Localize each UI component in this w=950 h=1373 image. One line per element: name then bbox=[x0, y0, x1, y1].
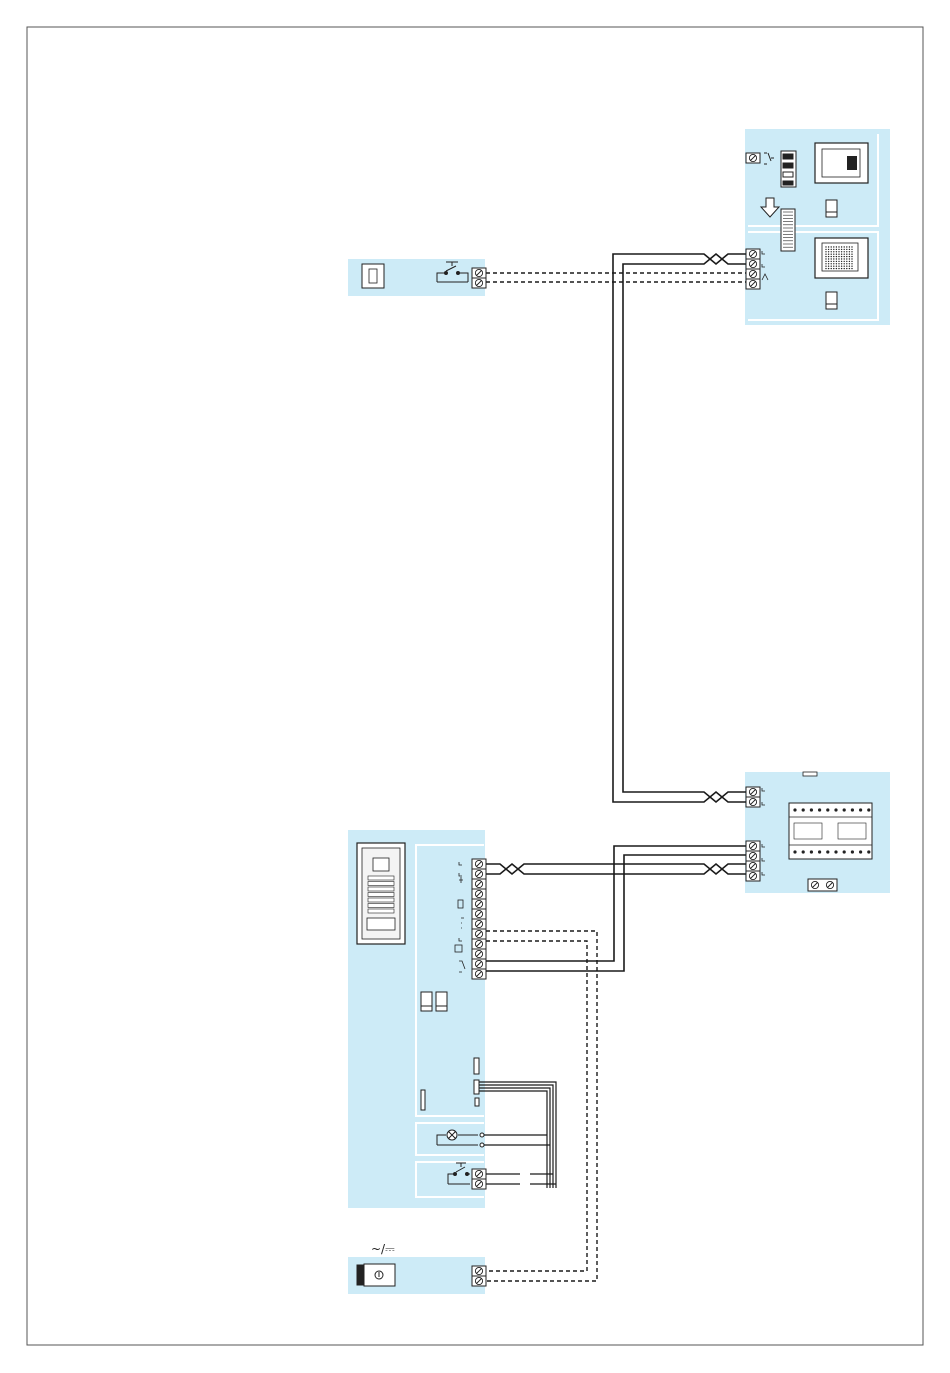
panel-upper-push-button bbox=[348, 259, 485, 296]
connector-cable-icon bbox=[781, 209, 795, 251]
terminal-block-exit-button bbox=[472, 1169, 486, 1189]
terminal-blocks bbox=[472, 153, 760, 1286]
power-supply-symbol-label: ~/⎓ bbox=[371, 1242, 395, 1256]
bus-entrance bbox=[486, 846, 748, 971]
terminal-block-psu-riser bbox=[746, 787, 760, 807]
dashed-wire-push-button bbox=[486, 273, 748, 282]
terminal-block-internal-unit-input bbox=[746, 153, 760, 163]
entrance-panel-icon bbox=[357, 843, 405, 944]
terminal-block-entrance-panel bbox=[472, 859, 486, 979]
push-button-plate-icon bbox=[362, 264, 384, 288]
terminal-block-lock-supply bbox=[472, 1266, 486, 1286]
terminal-block-psu-entrance bbox=[746, 841, 760, 881]
wire-lamp-button bbox=[476, 1082, 556, 1188]
lock-supply-icon bbox=[357, 1264, 395, 1286]
monitor-icon bbox=[815, 143, 868, 183]
dashed-wire-lock bbox=[486, 931, 597, 1281]
bus-riser bbox=[613, 254, 748, 802]
handsfree-monitor-icon bbox=[815, 238, 868, 278]
memory-module-icon bbox=[781, 151, 796, 187]
terminal-block-push-button bbox=[472, 268, 486, 288]
terminal-block-internal-unit bbox=[746, 249, 760, 289]
